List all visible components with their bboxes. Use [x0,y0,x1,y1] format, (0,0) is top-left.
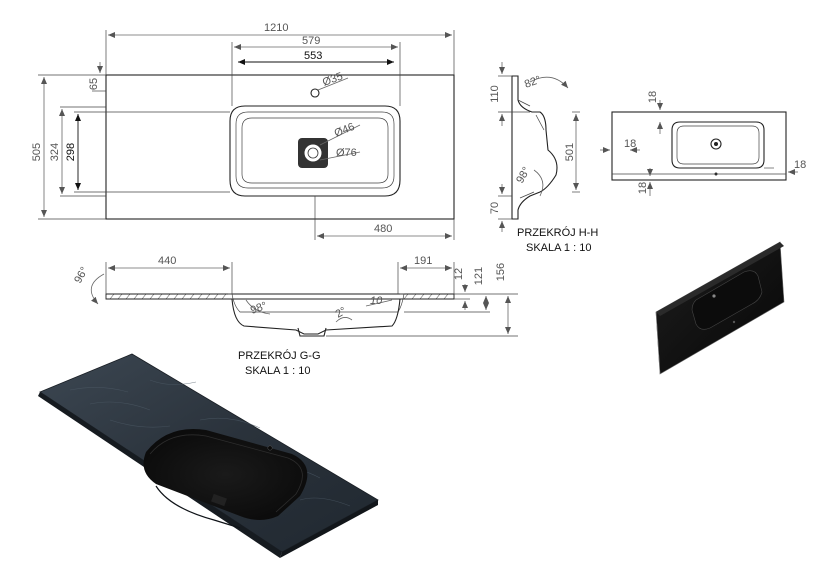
section-gg-title: PRZEKRÓJ G-G [238,349,321,362]
detail-dim-top: 18 [647,91,659,103]
gg-left-dim: 440 [158,255,176,267]
detail-dim-bottom: 18 [637,182,649,194]
slab-hatch [109,293,449,300]
detail-dim-right: 18 [794,159,806,171]
section-hh-scale: SKALA 1 : 10 [526,242,591,254]
section-gg-scale: SKALA 1 : 10 [245,365,310,377]
depth-bowl-outer-label: 324 [49,143,61,161]
bowl-inner-outline [235,111,395,189]
detail-dim-left: 18 [624,138,636,150]
section-hh-profile [511,75,558,220]
bowl-outer-outline [229,105,401,197]
render-black-sink [655,241,785,375]
gg-height-inner: 121 [473,267,485,285]
width-bowl-outer-label: 579 [302,35,320,47]
depth-total-label: 505 [31,143,43,161]
hh-bottom-dim: 70 [489,202,501,214]
section-hh: 110 82° 501 98° 70 PRZEKRÓJ H-H SKALA 1 … [489,62,598,254]
detail-outline [611,111,787,181]
gg-right-dim: 191 [414,255,432,267]
gg-slope: 2° [334,305,349,321]
detail-bowl-outer [671,121,765,169]
countertop-outline [105,74,455,220]
section-hh-title: PRZEKRÓJ H-H [517,226,598,239]
gg-height-total: 156 [495,263,507,281]
hh-depth-label: 501 [564,143,576,161]
tap-hole [310,88,320,98]
hh-angle-bottom: 98° [514,165,533,185]
gg-thickness: 12 [453,268,465,280]
width-bowl-inner-label: 553 [304,50,322,62]
waste-large-dia-label: Ø76 [336,147,357,159]
gg-angle-bowl: 98° [249,300,269,317]
width-total-label: 1210 [264,22,288,34]
hh-angle-top: 82° [523,74,543,91]
bowl-to-right-label: 480 [374,223,392,235]
detail-waste [710,138,722,150]
top-view: Ø35 Ø46 Ø76 1210 579 553 505 324 298 [31,22,455,240]
gg-angle-left: 96° [72,265,91,285]
render-slate-sink [38,353,379,558]
tap-offset-label: 65 [88,78,100,90]
hh-top-dim: 110 [489,85,501,103]
gg-bowl-profile [231,298,401,335]
gg-edge-dim: 10 [370,295,383,307]
depth-bowl-inner-label: 298 [65,143,77,161]
detail-view: 18 18 18 18 [600,91,806,196]
waste-small-dia-label: Ø46 [333,121,357,140]
bowl-bottom-outline [241,117,389,184]
tap-hole-dia-label: Ø35 [321,70,345,88]
